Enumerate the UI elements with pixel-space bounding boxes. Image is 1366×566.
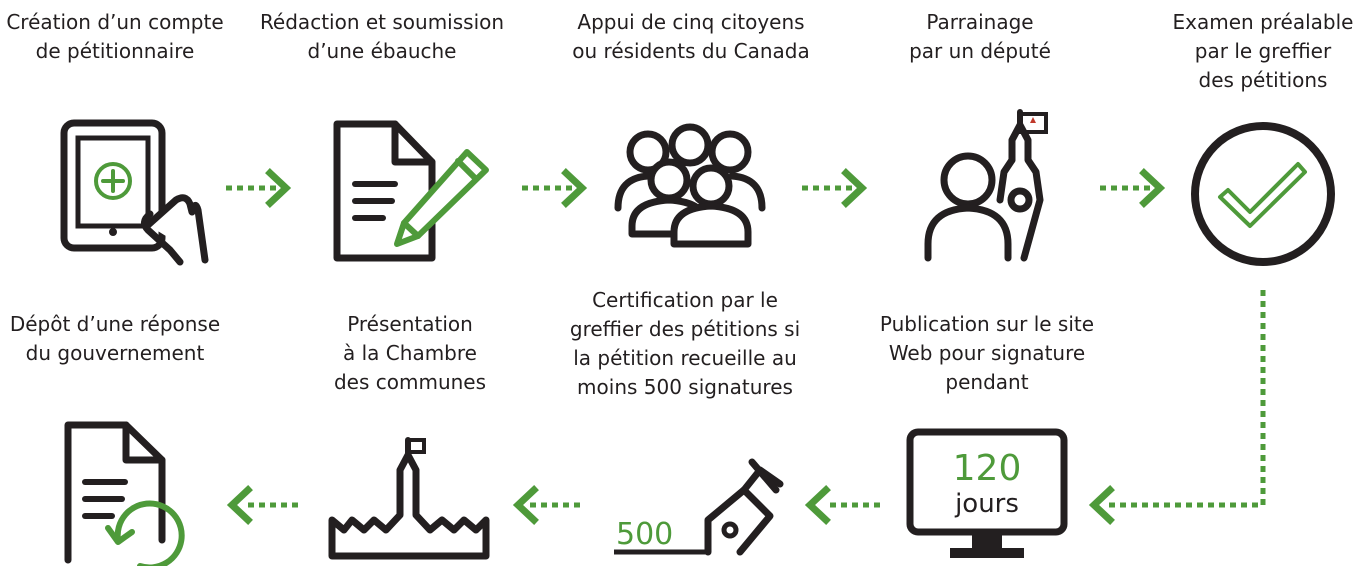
arrow-6-7 <box>804 485 880 525</box>
tablet-plus-icon <box>60 119 209 266</box>
arrow-2-3 <box>522 168 588 208</box>
arrow-3-4 <box>802 168 868 208</box>
step-9-label: Dépôt d’une réponse du gouvernement <box>9 312 221 365</box>
checkmark-circle-icon <box>1191 122 1335 266</box>
document-return-icon <box>64 421 185 566</box>
step-5-label: Examen préalable par le greffier des pét… <box>1172 10 1354 92</box>
step-6-label: Publication sur le site Web pour signatu… <box>879 312 1095 394</box>
document-pencil-icon <box>333 120 489 262</box>
arrow-4-5 <box>1100 168 1166 208</box>
step-2-label: Rédaction et soumission d’une ébauche <box>259 10 505 63</box>
pen-nib-icon: 500 <box>614 458 784 556</box>
step-7-label: Certification par le greffier des pétiti… <box>569 288 801 399</box>
arrow-8-9 <box>226 485 298 525</box>
parliament-building-icon <box>328 437 490 560</box>
arrow-7-8 <box>512 485 580 525</box>
member-parliament-icon <box>924 109 1048 262</box>
step-4-label: Parrainage par un député <box>909 10 1051 63</box>
monitor-unit: jours <box>954 489 1019 519</box>
step-3-label: Appui de cinq citoyens ou résidents du C… <box>572 10 810 63</box>
monitor-icon: 120 jours <box>906 428 1068 558</box>
step-8-label: Présentation à la Chambre des communes <box>333 312 487 394</box>
group-people-icon <box>614 123 766 248</box>
step-1-label: Création d’un compte de pétitionnaire <box>6 10 224 63</box>
arrow-1-2 <box>226 168 292 208</box>
pen-number: 500 <box>616 517 673 552</box>
monitor-number: 120 <box>953 448 1022 489</box>
arrow-5-6 <box>1088 290 1266 525</box>
